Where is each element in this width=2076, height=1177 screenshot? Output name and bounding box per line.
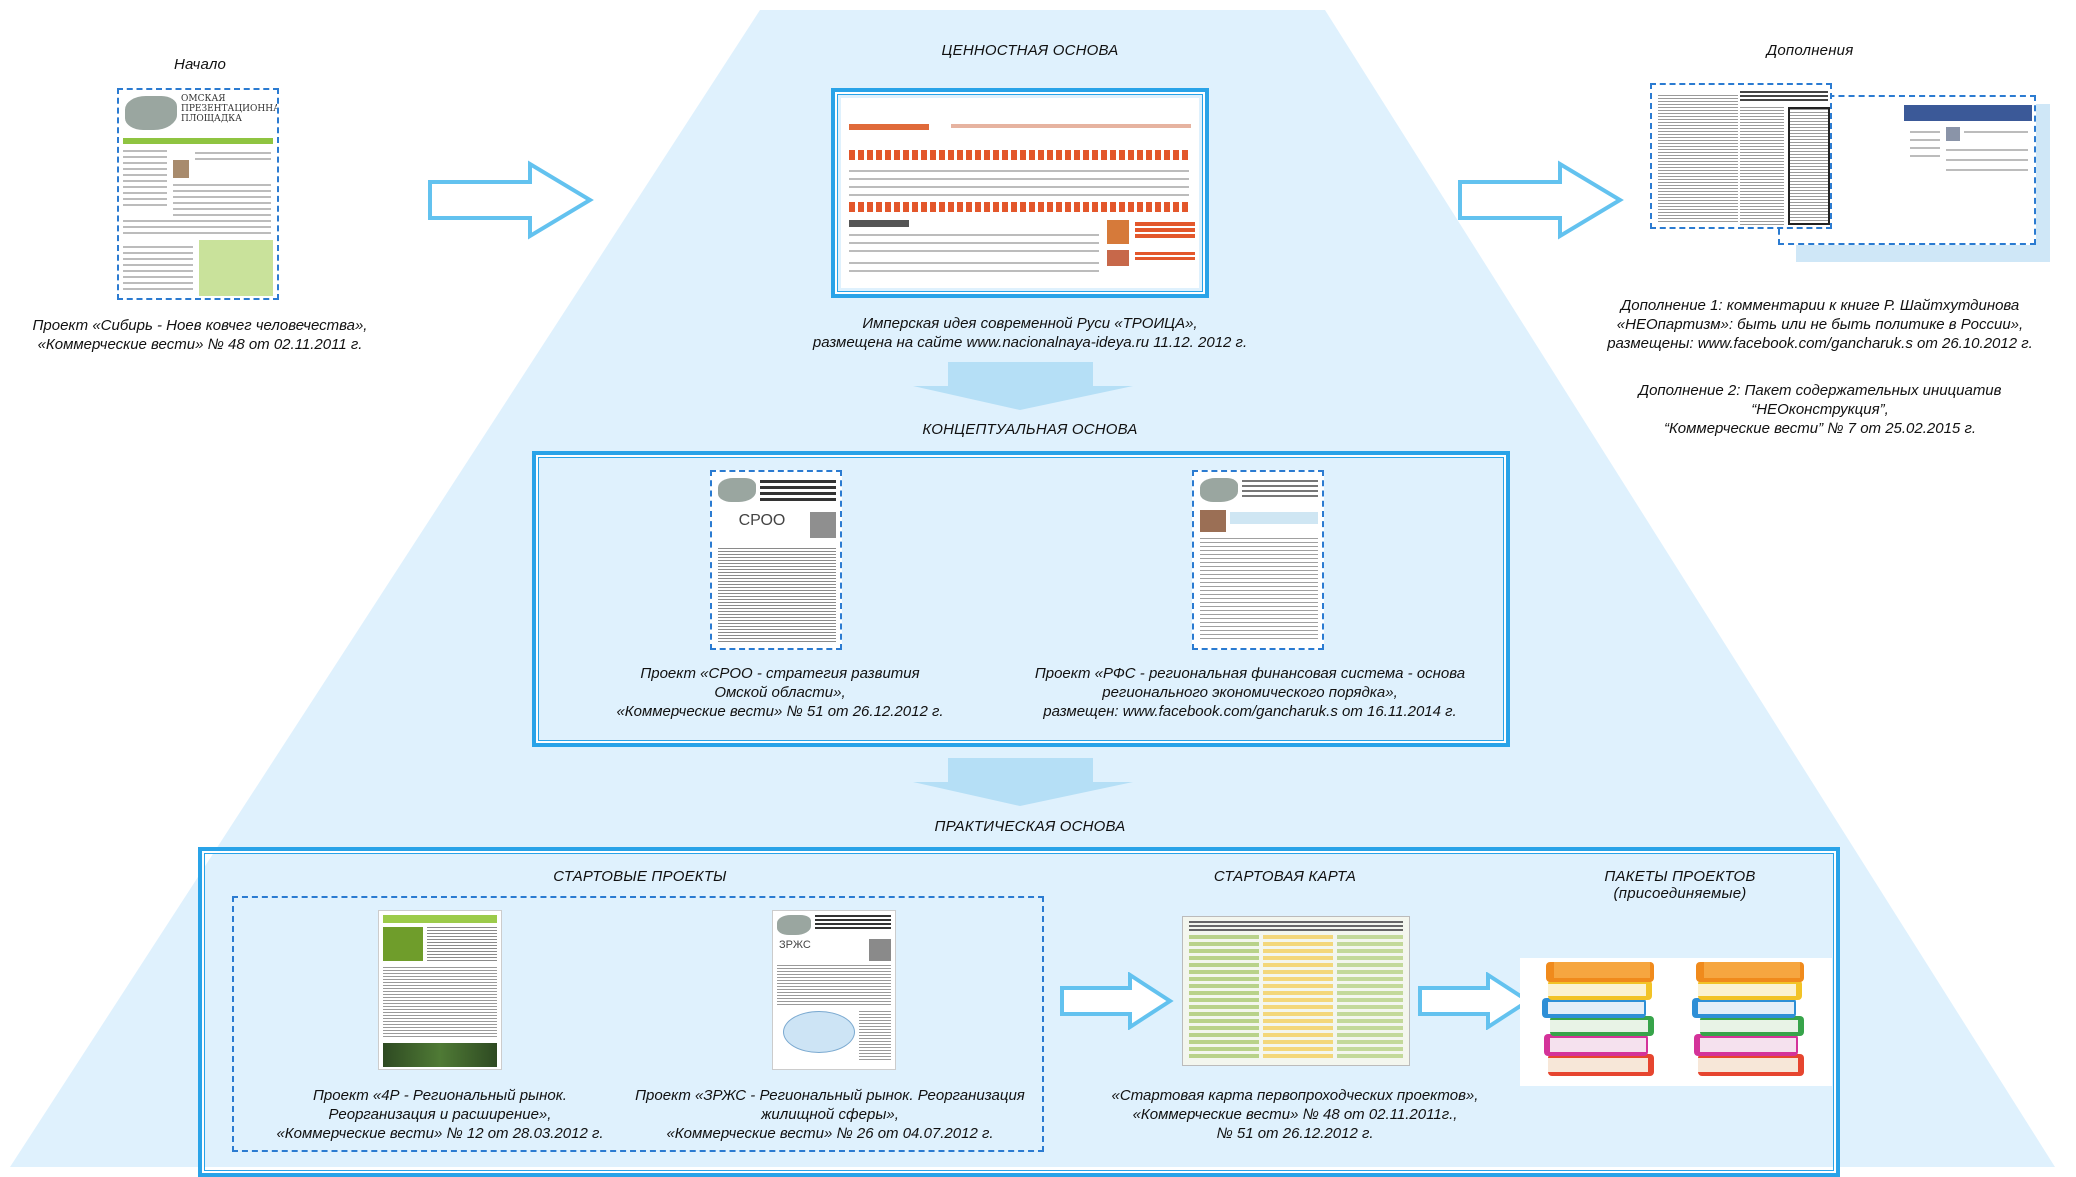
- conceptual-base-heading: КОНЦЕПТУАЛЬНАЯ ОСНОВА: [922, 421, 1138, 438]
- additions-heading: Дополнения: [1766, 42, 1854, 59]
- portrait-image: [1200, 510, 1226, 532]
- down-arrow-icon: [913, 758, 1133, 806]
- sroo-project-thumbnail[interactable]: СРОО: [710, 470, 842, 650]
- thumb-title: ОМСКАЯ ПРЕЗЕНТАЦИОННАЯ ПЛОЩАДКА: [181, 94, 279, 124]
- thumbnail-image: [1107, 250, 1129, 266]
- avatar: [1946, 127, 1960, 141]
- housing-diagram-image: [783, 1011, 855, 1053]
- right-arrow-icon: [1060, 972, 1174, 1030]
- start-map-thumbnail[interactable]: [1182, 916, 1410, 1066]
- forest-image: [383, 1043, 497, 1067]
- value-base-frame: [831, 88, 1209, 298]
- addition-2-caption: Дополнение 2: Пакет содержательных иници…: [1638, 382, 2002, 437]
- down-arrow-icon: [913, 362, 1133, 410]
- russia-map-icon: [1200, 478, 1238, 502]
- thumbnail-image: [1107, 220, 1129, 244]
- right-arrow-icon: [1418, 972, 1532, 1030]
- book-stack-icon[interactable]: [1684, 958, 1818, 1084]
- russia-map-icon: [125, 96, 177, 130]
- conceptual-base-frame: [532, 451, 1510, 747]
- start-caption: Проект «Сибирь - Ноев ковчег человечеств…: [32, 317, 368, 353]
- project-packages-heading: ПАКЕТЫ ПРОЕКТОВ (присоединяемые): [1604, 868, 1756, 902]
- rfs-project-thumbnail[interactable]: [1192, 470, 1324, 650]
- portrait-image: [869, 939, 891, 961]
- start-map-caption: «Стартовая карта первопроходческих проек…: [1111, 1087, 1479, 1142]
- 4r-project-thumbnail[interactable]: [378, 910, 502, 1070]
- start-projects-heading: СТАРТОВЫЕ ПРОЕКТЫ: [553, 868, 727, 885]
- start-projects-group: [232, 896, 1044, 1152]
- russia-map-icon: [777, 915, 811, 935]
- book-stack-icon[interactable]: [1534, 958, 1668, 1084]
- addition-1-caption: Дополнение 1: комментарии к книге Р. Шай…: [1607, 297, 2033, 352]
- portrait-image: [173, 160, 189, 178]
- 4r-caption: Проект «4Р - Региональный рынок. Реорган…: [276, 1087, 604, 1142]
- value-base-website-thumbnail[interactable]: [841, 98, 1199, 288]
- right-arrow-icon: [428, 160, 594, 240]
- rfs-caption: Проект «РФС - региональная финансовая си…: [1034, 665, 1466, 720]
- right-arrow-icon: [1458, 160, 1624, 240]
- value-base-heading: ЦЕННОСТНАЯ ОСНОВА: [941, 42, 1119, 59]
- zrzhs-project-thumbnail[interactable]: ЗРЖС: [772, 910, 896, 1070]
- sroo-label: СРОО: [738, 512, 786, 529]
- russia-map-icon: [718, 478, 756, 502]
- start-project-thumbnail[interactable]: ОМСКАЯ ПРЕЗЕНТАЦИОННАЯ ПЛОЩАДКА: [117, 88, 279, 300]
- start-map-heading: СТАРТОВАЯ КАРТА: [1213, 868, 1357, 885]
- zrzhs-caption: Проект «ЗРЖС - Региональный рынок. Реорг…: [635, 1087, 1025, 1142]
- zrzhs-label: ЗРЖС: [779, 939, 811, 951]
- portrait-image: [810, 512, 836, 538]
- newspaper-article-thumbnail[interactable]: [1650, 83, 1832, 229]
- practical-base-heading: ПРАКТИЧЕСКАЯ ОСНОВА: [934, 818, 1126, 835]
- start-heading: Начало: [173, 56, 227, 73]
- value-base-caption: Имперская идея современной Руси «ТРОИЦА»…: [812, 315, 1248, 351]
- sroo-caption: Проект «СРОО - стратегия развития Омской…: [616, 665, 944, 720]
